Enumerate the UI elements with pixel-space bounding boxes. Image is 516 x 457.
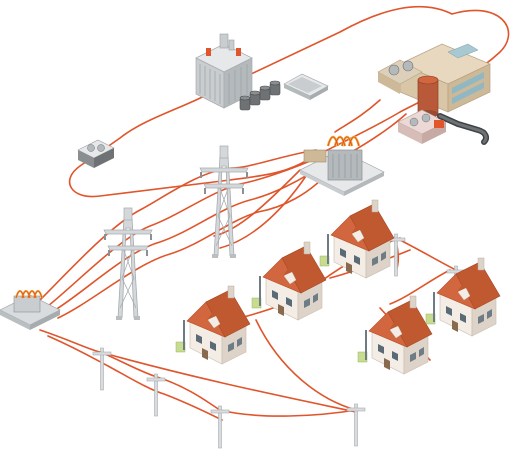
- utility-pole-icon: [92, 347, 112, 391]
- house-icon-4: [357, 295, 433, 375]
- utility-pole-icon-2: [146, 373, 166, 417]
- house-icon-2: [251, 241, 327, 321]
- power-plant-icon: [377, 43, 491, 145]
- pipe-rack-icon: [283, 73, 329, 100]
- utility-pole-icon-3: [210, 405, 230, 449]
- house-icon: [175, 285, 251, 365]
- storage-tanks-icon: [239, 80, 281, 111]
- utility-pole-icon-4: [346, 403, 366, 447]
- transmission-tower-icon: [199, 145, 249, 259]
- house-icon-3: [319, 199, 395, 279]
- substation-icon-left: [0, 289, 62, 332]
- hvac-unit-icon: [77, 139, 115, 168]
- substation-icon: [299, 135, 385, 196]
- factory-transformer-icon: [195, 33, 253, 109]
